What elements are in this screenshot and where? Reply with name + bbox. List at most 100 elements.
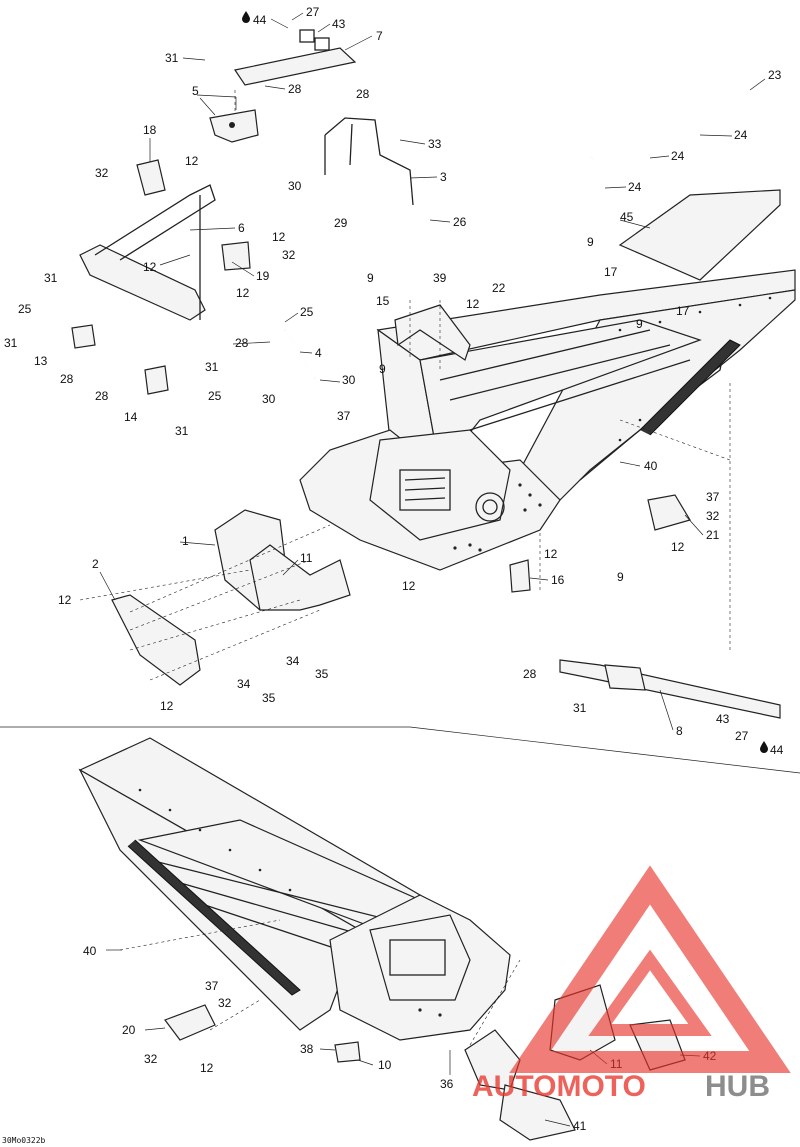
callout-15: 15 <box>376 294 390 308</box>
callout-25: 25 <box>300 305 314 319</box>
callout-31: 31 <box>205 360 219 374</box>
callout-40: 40 <box>644 459 658 473</box>
callout-9: 9 <box>636 317 643 331</box>
projection-lines-top <box>79 300 731 681</box>
callout-37: 37 <box>337 409 351 423</box>
callout-19: 19 <box>256 269 270 283</box>
front-bracket-11 <box>249 544 351 611</box>
callout-12: 12 <box>200 1061 214 1075</box>
callout-37: 37 <box>706 490 720 504</box>
callout-28: 28 <box>60 372 74 386</box>
view-separator <box>0 726 800 774</box>
callout-28: 28 <box>288 82 302 96</box>
callout-34: 34 <box>237 677 251 691</box>
callout-25: 25 <box>18 302 32 316</box>
callout-23: 23 <box>768 68 782 82</box>
front-bracket-2 <box>111 594 201 686</box>
callout-31: 31 <box>573 701 587 715</box>
bracket-5 <box>209 109 259 143</box>
callout-12: 12 <box>466 297 480 311</box>
support-frame-6 <box>79 184 216 321</box>
callout-12: 12 <box>272 230 286 244</box>
callout-32: 32 <box>706 509 720 523</box>
callout-12: 12 <box>236 286 250 300</box>
callout-31: 31 <box>175 424 189 438</box>
callout-31: 31 <box>165 51 179 65</box>
callout-27: 27 <box>306 5 320 19</box>
callout-30: 30 <box>262 392 276 406</box>
callout-3: 3 <box>440 170 447 184</box>
callout-24: 24 <box>628 180 642 194</box>
callout-44: 44 <box>770 743 784 757</box>
callout-16: 16 <box>551 573 565 587</box>
callout-21: 21 <box>706 528 720 542</box>
callout-18: 18 <box>143 123 157 137</box>
watermark-text-hub: HUB <box>705 1070 770 1103</box>
callout-9: 9 <box>379 362 386 376</box>
callout-11: 11 <box>300 551 313 565</box>
callout-39: 39 <box>433 271 447 285</box>
callout-28: 28 <box>523 667 537 681</box>
callout-35: 35 <box>315 667 329 681</box>
callout-32: 32 <box>282 248 296 262</box>
callout-24: 24 <box>671 149 685 163</box>
callout-10: 10 <box>378 1058 392 1072</box>
callout-36: 36 <box>440 1077 454 1091</box>
bracket-38 <box>334 1041 361 1063</box>
callout-9: 9 <box>367 271 374 285</box>
callout-31: 31 <box>4 336 18 350</box>
bracket-14 <box>144 365 169 395</box>
callout-35: 35 <box>262 691 276 705</box>
callout-17: 17 <box>676 304 690 318</box>
callout-44: 44 <box>253 13 267 27</box>
callout-32: 32 <box>218 996 232 1010</box>
callout-29: 29 <box>334 216 348 230</box>
callouts-top: 44 27 43 7 31 28 5 28 33 3 18 32 12 30 2… <box>4 5 784 757</box>
callout-4: 4 <box>315 346 322 360</box>
callout-26: 26 <box>453 215 467 229</box>
callout-9: 9 <box>617 570 624 584</box>
callout-40: 40 <box>83 944 97 958</box>
callout-12: 12 <box>544 547 558 561</box>
callout-12: 12 <box>58 593 72 607</box>
callout-43: 43 <box>332 17 346 31</box>
oil-drop-icon-2 <box>760 741 768 753</box>
running-board-mat <box>618 189 781 281</box>
bracket-18 <box>136 159 166 196</box>
callout-25: 25 <box>208 389 222 403</box>
watermark-text-automoto: AUTOMOTO <box>472 1070 646 1103</box>
bracket-15 <box>394 304 471 361</box>
callout-12: 12 <box>143 260 157 274</box>
rear-grab-handle <box>591 87 777 191</box>
callout-1: 1 <box>182 534 189 548</box>
bracket-13 <box>71 324 96 349</box>
callout-8: 8 <box>676 724 683 738</box>
callout-13: 13 <box>34 354 48 368</box>
tunnel-frame-bottom <box>78 737 511 1041</box>
steering-support-7 <box>234 29 357 112</box>
callout-12: 12 <box>402 579 416 593</box>
callout-28: 28 <box>235 336 249 350</box>
callout-45: 45 <box>620 210 634 224</box>
oil-drop-icon <box>242 11 250 23</box>
callout-6: 6 <box>238 221 245 235</box>
callout-30: 30 <box>342 373 356 387</box>
callout-7: 7 <box>376 29 383 43</box>
callout-32: 32 <box>144 1052 158 1066</box>
callout-31: 31 <box>44 271 58 285</box>
callout-5: 5 <box>192 84 199 98</box>
callout-37: 37 <box>205 979 219 993</box>
callout-9: 9 <box>587 235 594 249</box>
callout-38: 38 <box>300 1042 314 1056</box>
callout-30: 30 <box>288 179 302 193</box>
callout-2: 2 <box>92 557 99 571</box>
callout-14: 14 <box>124 410 138 424</box>
bracket-21 <box>647 494 691 531</box>
link-4 <box>284 329 316 379</box>
support-3 <box>324 117 414 206</box>
callout-33: 33 <box>428 137 442 151</box>
projection-lines-bottom <box>119 919 521 1046</box>
callout-28: 28 <box>95 389 109 403</box>
callout-17: 17 <box>604 265 618 279</box>
